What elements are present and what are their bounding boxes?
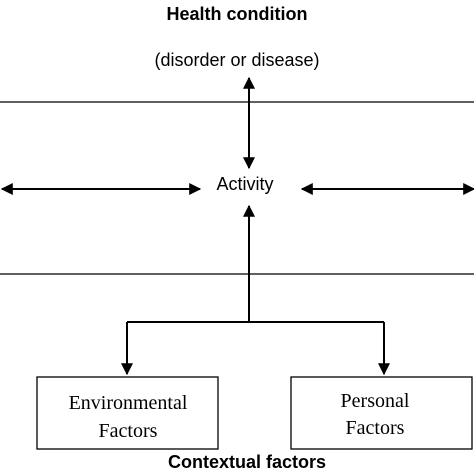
personal-factors-line1: Personal	[341, 390, 410, 412]
personal-factors-line2: Factors	[346, 417, 405, 439]
environmental-factors-box	[36, 376, 219, 450]
environmental-factors-line1: Environmental	[69, 392, 188, 414]
health-condition-title: Health condition	[167, 4, 308, 24]
environmental-factors-line2: Factors	[99, 420, 158, 442]
personal-factors-box	[290, 376, 473, 450]
contextual-factors-label: Contextual factors	[168, 452, 326, 472]
activity-label: Activity	[216, 174, 273, 194]
health-condition-subtitle: (disorder or disease)	[154, 50, 319, 70]
